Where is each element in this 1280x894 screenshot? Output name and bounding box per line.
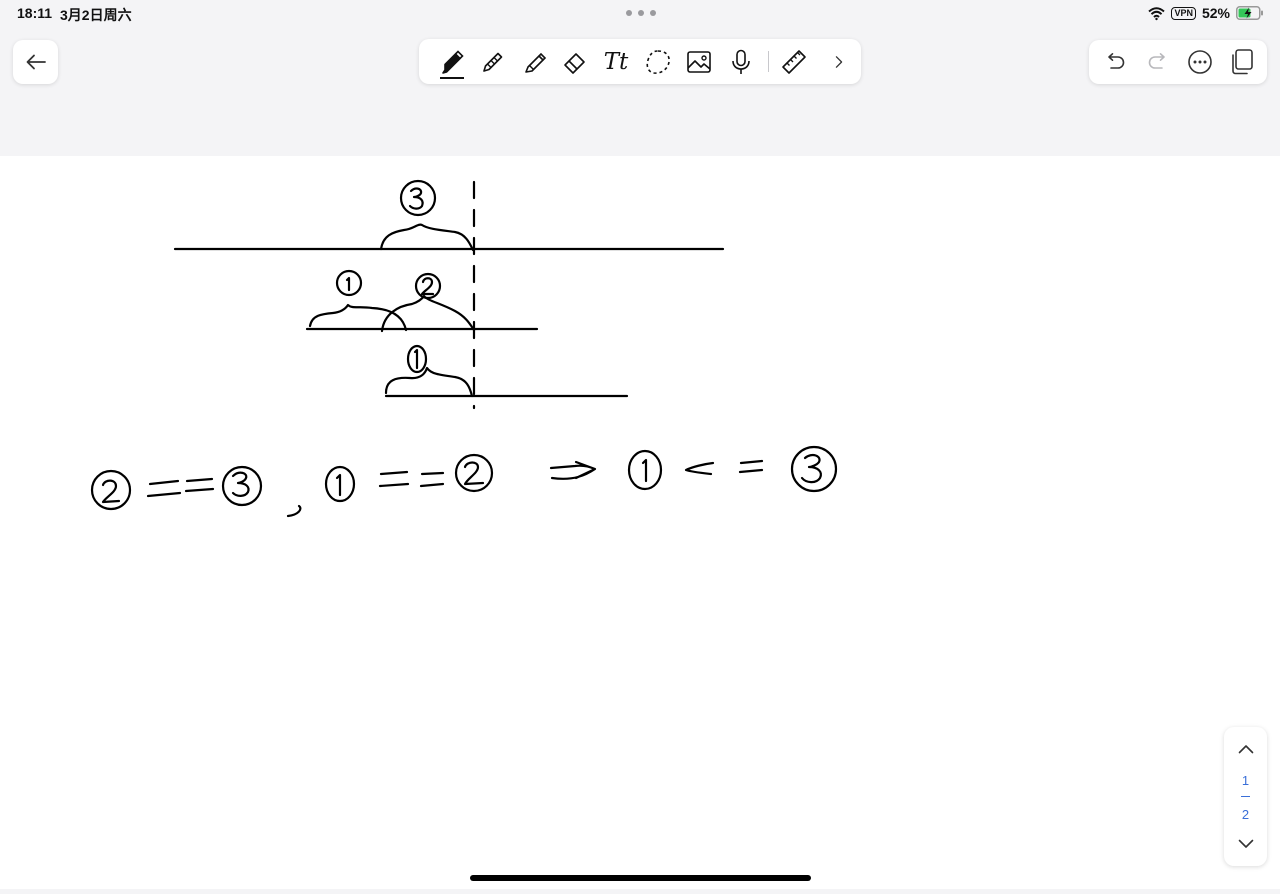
eq-circled-3a	[221, 465, 263, 507]
microphone-tool-button[interactable]	[724, 45, 758, 79]
circled-1-bottom-ring	[406, 344, 428, 374]
eraser-tool-button[interactable]	[558, 45, 592, 79]
pen-icon	[442, 50, 464, 74]
battery-percent: 52%	[1201, 5, 1230, 21]
ruler-icon	[782, 50, 806, 74]
battery-charging-icon	[1236, 6, 1263, 20]
eraser-icon	[564, 53, 585, 74]
eq-circled-3b	[790, 445, 838, 493]
ruler-tool-button[interactable]	[777, 45, 811, 79]
pages-icon	[1232, 49, 1253, 75]
eq-equals-a2	[184, 477, 215, 493]
lasso-tool-button[interactable]	[641, 45, 675, 79]
more-tools-button[interactable]	[822, 45, 856, 79]
status-time: 18:11	[17, 5, 53, 21]
eq-less-than	[684, 461, 715, 476]
bump-1b	[384, 366, 474, 398]
current-page-number: 1	[1241, 773, 1250, 788]
circled-1-mid-ring	[335, 269, 363, 297]
page-separator	[1241, 796, 1250, 797]
eq-implies-arrow	[549, 460, 597, 480]
pencil-tool-button[interactable]	[476, 45, 510, 79]
chevron-down-icon	[1238, 839, 1254, 848]
next-page-button[interactable]	[1235, 833, 1257, 855]
circled-1-mid-digit	[345, 276, 351, 292]
chevron-up-icon	[1238, 745, 1254, 754]
drawing-toolbar: Tt	[419, 39, 861, 84]
eq-circled-2b	[454, 453, 494, 493]
pen-tool-button[interactable]	[435, 45, 469, 79]
circled-3-top-digit	[408, 187, 424, 210]
eq-circled-1b	[627, 449, 663, 491]
selected-tool-indicator	[440, 77, 464, 79]
bump-1a	[308, 303, 408, 332]
bump-3	[379, 223, 475, 252]
chevron-right-icon	[835, 56, 843, 68]
status-date: 3月2日周六	[60, 7, 132, 23]
image-icon	[687, 51, 711, 73]
lasso-icon	[646, 50, 670, 74]
redo-button[interactable]	[1142, 46, 1174, 78]
circled-2-mid-ring	[414, 272, 442, 300]
eq-equals-b1	[378, 470, 410, 488]
wifi-icon	[1148, 6, 1166, 20]
circled-3-top-ring	[399, 179, 437, 217]
more-icon	[1188, 50, 1212, 74]
status-bar: 18:11 3月2日周六 VPN 52%	[0, 0, 1280, 26]
eq-comma	[286, 504, 302, 518]
total-pages: 2	[1241, 807, 1250, 822]
note-canvas[interactable]	[0, 156, 1280, 889]
page-navigator: 1 2	[1224, 727, 1267, 866]
pages-button[interactable]	[1226, 46, 1258, 78]
toolbar-divider	[768, 51, 769, 72]
highlighter-tool-button[interactable]	[517, 45, 551, 79]
multitasking-dots[interactable]	[626, 10, 656, 16]
previous-page-button[interactable]	[1235, 738, 1257, 760]
status-indicators: VPN 52%	[1148, 4, 1264, 22]
eq-circled-2a	[90, 469, 132, 511]
text-icon: Tt	[603, 49, 629, 75]
microphone-icon	[732, 49, 750, 74]
text-tool-button[interactable]: Tt	[599, 45, 633, 79]
handwritten-sketch	[90, 179, 838, 518]
undo-button[interactable]	[1099, 46, 1131, 78]
home-indicator[interactable]	[470, 875, 811, 881]
vpn-badge: VPN	[1171, 6, 1196, 20]
pencil-icon	[483, 52, 503, 72]
back-button[interactable]	[13, 40, 58, 84]
eq-equals-b2	[419, 471, 445, 488]
highlighter-icon	[525, 52, 547, 73]
eq-equals-c	[738, 459, 764, 474]
eq-equals-a1	[146, 479, 182, 498]
document-actions	[1089, 40, 1267, 84]
eq-circled-1a	[324, 465, 356, 503]
image-tool-button[interactable]	[682, 45, 716, 79]
undo-icon	[1108, 53, 1125, 69]
arrow-left-icon	[26, 54, 46, 70]
circled-1-bottom-digit	[413, 348, 419, 370]
circled-2-mid-digit	[420, 277, 435, 296]
more-button[interactable]	[1184, 46, 1216, 78]
redo-icon	[1148, 53, 1165, 69]
bump-2	[380, 294, 476, 333]
